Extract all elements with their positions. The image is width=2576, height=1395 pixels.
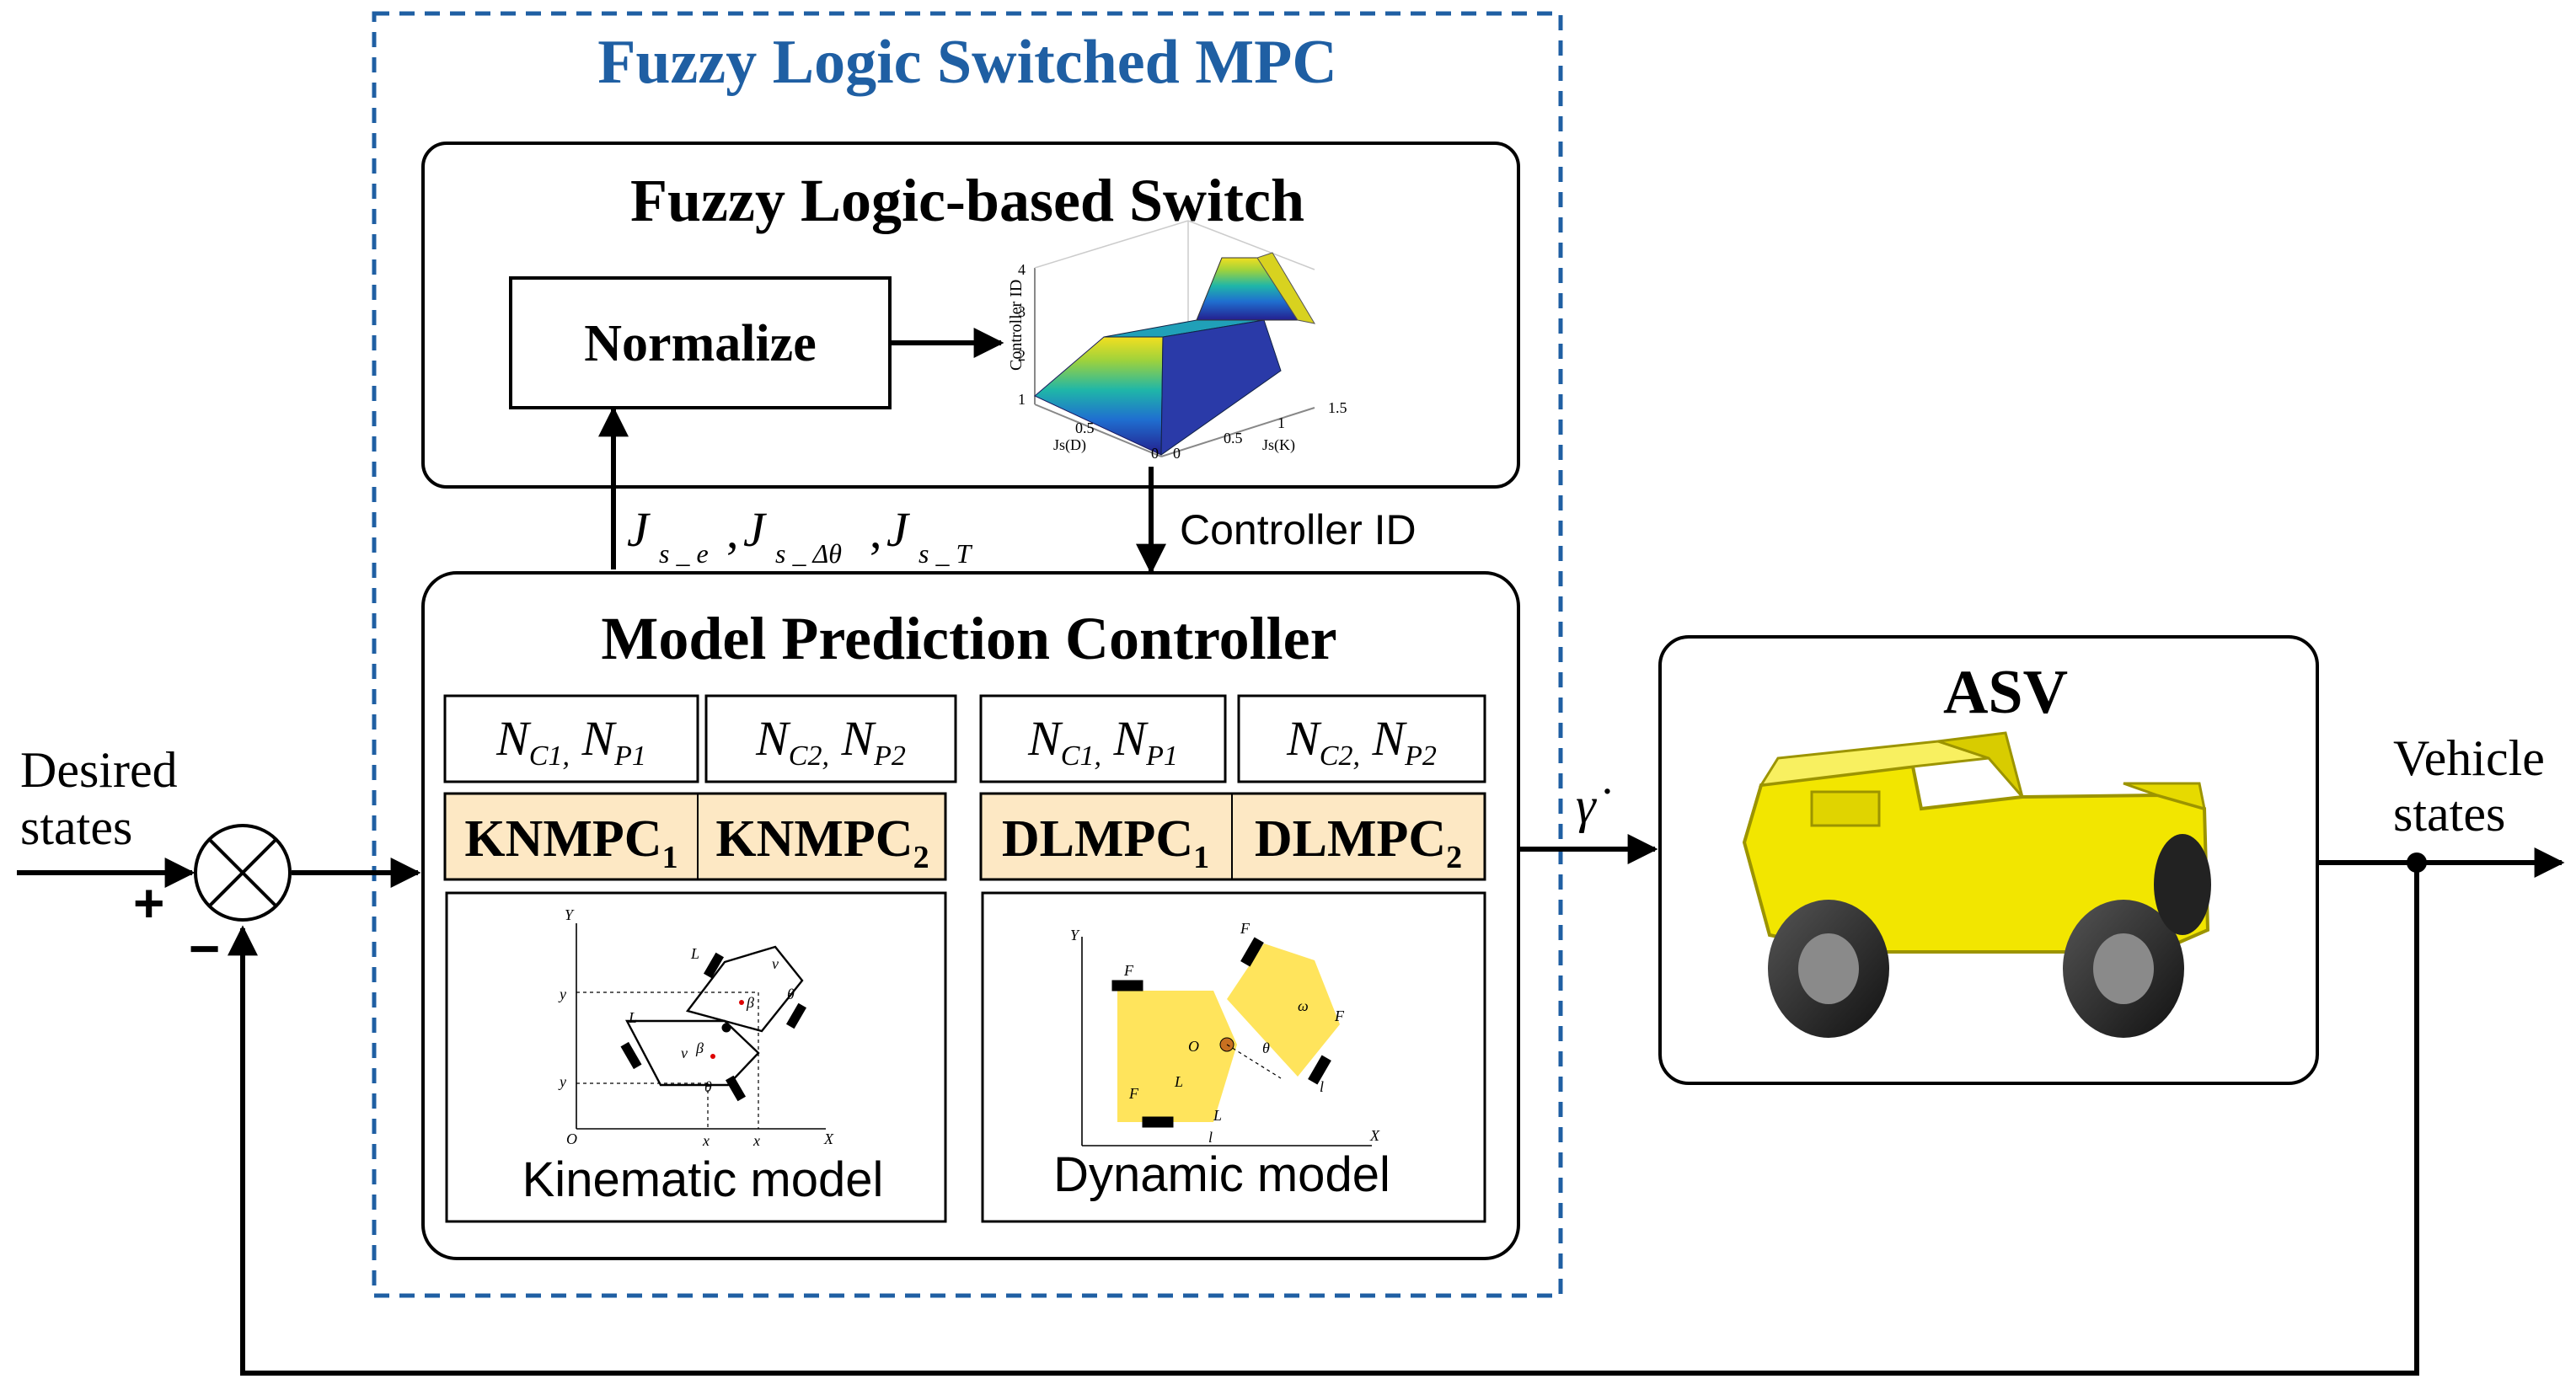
z-tick-1: 1 (1018, 391, 1026, 408)
z-tick-2: 2 (1018, 347, 1026, 364)
svg-text:s _ e: s _ e (659, 538, 709, 569)
svg-text:X: X (823, 1130, 834, 1147)
fuzzy-surface-plateau (1256, 252, 1316, 324)
fuzzy-switch-title: Fuzzy Logic-based Switch (630, 167, 1304, 234)
z-axis-label: Controller ID (1007, 280, 1026, 371)
svg-text:J: J (743, 502, 768, 557)
svg-text:F: F (1334, 1008, 1345, 1024)
y-tick-1: 1 (1277, 414, 1285, 431)
svg-text:ω: ω (1298, 997, 1309, 1014)
controller-id-label: Controller ID (1180, 506, 1417, 553)
svg-text:θ: θ (787, 986, 795, 1002)
z-tick-4: 4 (1018, 261, 1026, 278)
svg-text:X: X (1369, 1127, 1380, 1144)
svg-text:NC2, NP2: NC2, NP2 (755, 711, 906, 772)
horizon-box-3: NC1, NP1 (979, 694, 1227, 783)
svg-text:θ: θ (704, 1078, 712, 1095)
svg-text:L: L (690, 945, 699, 962)
svg-text:s _ Δθ: s _ Δθ (775, 538, 842, 569)
svg-text:l: l (1208, 1129, 1213, 1146)
svg-text:s _ T: s _ T (918, 538, 972, 569)
svg-text:O: O (1188, 1038, 1199, 1055)
vehicle-image (1742, 731, 2211, 1038)
mpc-title: Model Prediction Controller (601, 605, 1336, 672)
vehicle-label-line2: states (2393, 786, 2505, 842)
svg-text:,: , (726, 504, 739, 559)
desired-label-line2: states (20, 799, 132, 855)
svg-text:y: y (558, 986, 566, 1002)
summing-junction (194, 824, 292, 922)
controller-knmpc-1: KNMPC1 (464, 810, 677, 875)
svg-text:NC1, NP1: NC1, NP1 (495, 711, 646, 772)
x-axis-label: Js(D) (1053, 436, 1086, 454)
svg-text:O: O (566, 1130, 577, 1147)
svg-text:,: , (870, 504, 882, 559)
y-tick-0.5: 0.5 (1224, 430, 1243, 446)
controller-dlmpc-1: DLMPC1 (1002, 810, 1209, 875)
frame-title: Fuzzy Logic Switched MPC (597, 28, 1337, 97)
svg-text:v: v (772, 955, 779, 972)
feedback-path (228, 863, 2419, 1376)
cost-signal-label: J s _ e , J s _ Δθ , J s _ T (627, 502, 972, 569)
svg-text:β: β (695, 1040, 704, 1056)
svg-text:L: L (1174, 1073, 1183, 1090)
svg-text:x: x (702, 1132, 710, 1149)
svg-text:θ: θ (1262, 1040, 1270, 1056)
svg-text:Y: Y (1070, 927, 1080, 943)
dynamic-model-figure (1081, 937, 1372, 1146)
y-axis-label: Js(K) (1262, 436, 1295, 454)
kinematic-model-label: Kinematic model (522, 1152, 884, 1207)
svg-text:L: L (628, 1009, 637, 1026)
z-tick-3: 3 (1018, 303, 1026, 320)
svg-text:F: F (1240, 920, 1251, 937)
mpc-block (421, 571, 1520, 1260)
y-tick-1.5: 1.5 (1328, 399, 1347, 416)
fuzzy-surface-plot: Controller ID 1 2 3 4 0.5 0 Js(D) 0 0.5 … (1007, 220, 1347, 462)
dynamic-symbols: Y X F F F F ω θ l l O L L (1070, 920, 1380, 1146)
horizon-box-4: NC2, NP2 (1237, 694, 1486, 783)
svg-text:v: v (681, 1045, 688, 1061)
normalize-block (509, 276, 892, 409)
svg-text:F: F (1128, 1085, 1139, 1102)
svg-text:J: J (627, 502, 651, 557)
fuzzy-surface-ramp (1160, 319, 1282, 456)
x-tick-0.5: 0.5 (1075, 420, 1095, 436)
x-tick-0: 0 (1151, 445, 1159, 462)
y-tick-0: 0 (1173, 445, 1181, 462)
kinematic-model-panel (445, 891, 947, 1223)
svg-text:Y: Y (565, 906, 575, 923)
desired-label-line1: Desired (20, 742, 178, 798)
horizon-box-2: NC2, NP2 (704, 694, 957, 783)
vehicle-label-line1: Vehicle (2393, 730, 2545, 786)
fuzzy-switch-block (421, 142, 1520, 489)
asv-title: ASV (1943, 658, 2068, 727)
svg-text:β: β (746, 994, 754, 1011)
svg-text:l: l (1320, 1078, 1324, 1095)
svg-text:J: J (886, 502, 911, 557)
svg-text:NC1, NP1: NC1, NP1 (1027, 711, 1178, 772)
dynamic-model-panel (981, 891, 1486, 1223)
svg-text:y: y (558, 1073, 566, 1090)
minus-sign: − (189, 918, 220, 979)
svg-text:x: x (752, 1132, 760, 1149)
kinematic-symbols: Y y y O x x X v v L L θ θ β β (558, 906, 834, 1149)
svg-text:NC2, NP2: NC2, NP2 (1286, 711, 1437, 772)
controller-knmpc-2: KNMPC2 (715, 810, 929, 875)
svg-text:F: F (1123, 962, 1134, 979)
rate-label: γ̇ (1576, 778, 1610, 833)
svg-text:L: L (1213, 1107, 1222, 1124)
horizon-box-1: NC1, NP1 (443, 694, 699, 783)
kinematic-controllers-box (443, 792, 947, 881)
normalize-label: Normalize (584, 315, 816, 372)
plus-sign: + (133, 873, 164, 933)
controller-dlmpc-2: DLMPC2 (1255, 810, 1462, 875)
kinematic-model-figure (576, 923, 826, 1130)
fuzzy-switched-mpc-frame (372, 11, 1563, 1298)
dynamic-model-label: Dynamic model (1053, 1147, 1390, 1202)
